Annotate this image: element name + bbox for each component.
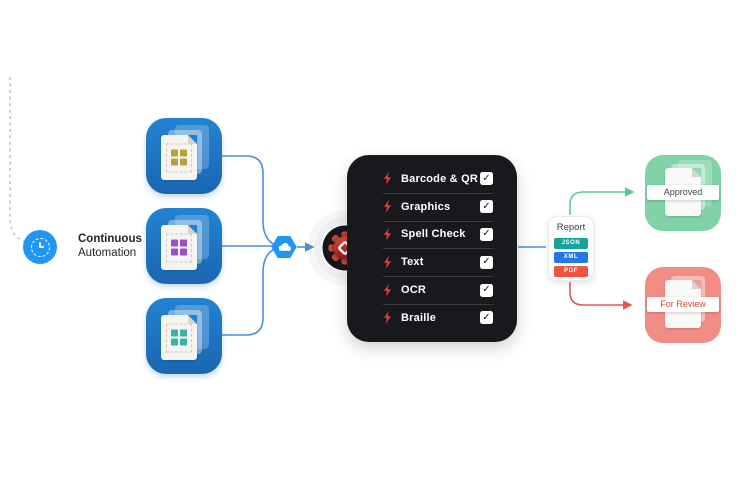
continuous-automation-label: Continuous Automation (78, 232, 142, 260)
continuous-automation-node (23, 230, 57, 264)
check-row-braille: Braille ✓ (347, 303, 517, 332)
flow-arrow-approved (569, 187, 635, 215)
flow-arrow-review (569, 282, 633, 310)
document-icon (161, 225, 197, 270)
check-row-label: OCR (401, 284, 427, 297)
check-row-label: Barcode & QR (401, 172, 478, 185)
clock-icon (30, 237, 50, 257)
input-tile-3 (146, 298, 222, 374)
check-row-label: Graphics (401, 200, 451, 213)
for-review-card: For Review (645, 267, 721, 343)
cloud-icon (278, 242, 292, 251)
checkbox-checked-icon[interactable]: ✓ (480, 283, 493, 297)
lightning-icon (383, 200, 392, 214)
input-tile-2 (146, 208, 222, 284)
for-review-label: For Review (647, 297, 719, 312)
format-badge-xml: XML (554, 252, 588, 263)
format-badge-json: JSON (554, 238, 588, 249)
checkbox-checked-icon[interactable]: ✓ (480, 227, 493, 241)
checkbox-checked-icon[interactable]: ✓ (480, 311, 493, 325)
report-card: Report JSON XML PDF (548, 216, 594, 281)
check-row-text: Text ✓ (347, 248, 517, 276)
report-title: Report (556, 222, 586, 233)
lightning-icon (383, 311, 392, 325)
checkbox-checked-icon[interactable]: ✓ (480, 200, 493, 214)
lightning-icon (383, 172, 392, 186)
check-row-label: Braille (401, 311, 437, 324)
check-row-ocr: OCR ✓ (347, 276, 517, 304)
automation-label-line1: Continuous (78, 233, 142, 245)
checkbox-checked-icon[interactable]: ✓ (480, 172, 493, 186)
lightning-icon (383, 255, 392, 269)
scan-frame-icon (166, 233, 192, 262)
automation-label-line2: Automation (78, 247, 137, 259)
squares-glyph-purple (171, 239, 187, 256)
check-row-barcode: Barcode & QR ✓ (347, 165, 517, 193)
scan-frame-icon (166, 323, 192, 352)
check-row-label: Spell Check (401, 228, 466, 241)
scan-frame-icon (166, 143, 192, 172)
squares-glyph-olive (171, 149, 187, 166)
check-row-graphics: Graphics ✓ (347, 192, 517, 221)
lightning-icon (383, 227, 392, 241)
lightning-icon (383, 283, 392, 297)
dashed-feeder-line (9, 77, 26, 243)
approved-label: Approved (647, 185, 719, 200)
input-tile-1 (146, 118, 222, 194)
format-badge-pdf: PDF (554, 266, 588, 277)
flow-line-tile1 (222, 155, 276, 246)
checks-panel: Barcode & QR ✓ Graphics ✓ Spell Check ✓ … (347, 155, 517, 342)
check-row-label: Text (401, 256, 424, 269)
checkbox-checked-icon[interactable]: ✓ (480, 255, 493, 269)
squares-glyph-teal (171, 329, 187, 346)
flow-line-tile3 (222, 248, 276, 336)
check-row-spellcheck: Spell Check ✓ (347, 220, 517, 249)
approved-card: Approved (645, 155, 721, 231)
document-icon (161, 135, 197, 180)
document-icon (161, 315, 197, 360)
